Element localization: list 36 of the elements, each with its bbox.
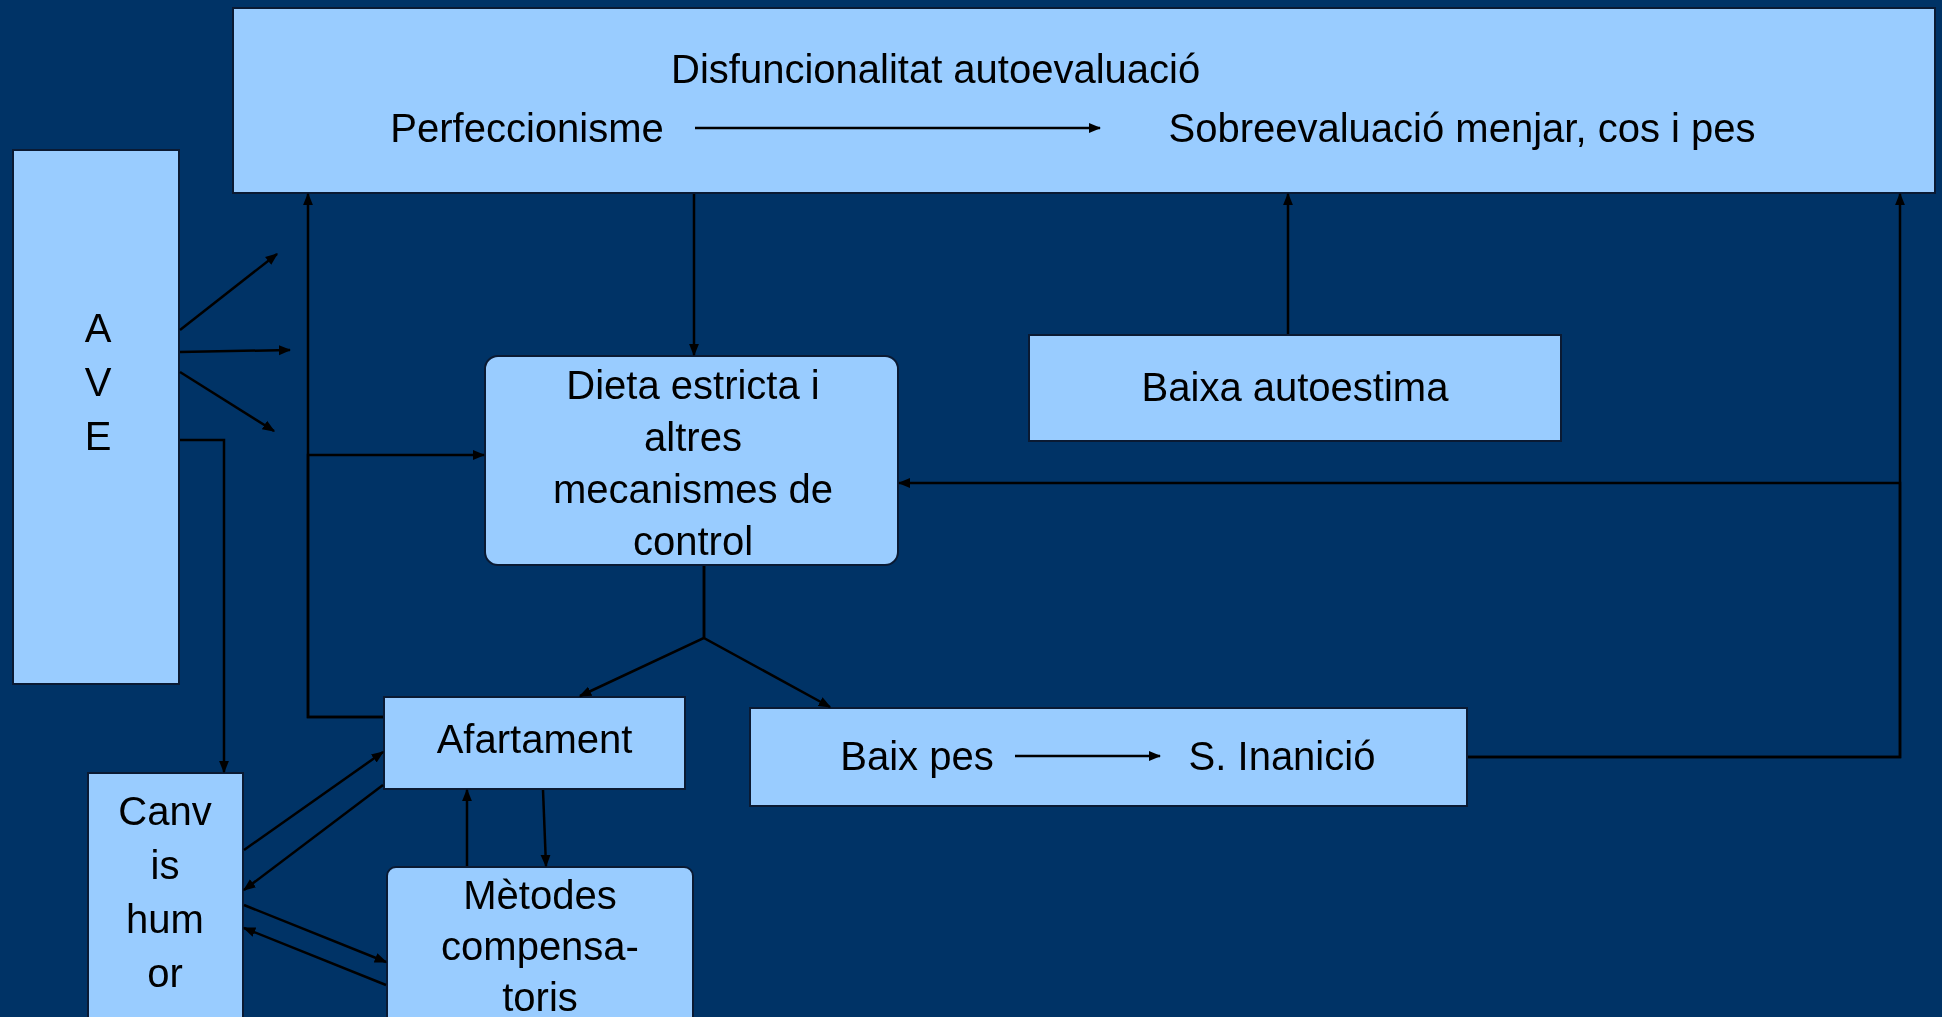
node-text: Baix pes: [839, 733, 995, 780]
arrow: [1015, 751, 1162, 761]
arrow: [540, 789, 551, 868]
arrow: [243, 784, 384, 891]
process-box: [1028, 334, 1562, 442]
process-box: [484, 355, 899, 566]
process-box: [232, 7, 1936, 194]
arrow: [897, 478, 1902, 759]
arrow: [306, 450, 486, 719]
process-box: [386, 866, 694, 1017]
process-box: [749, 707, 1468, 807]
node-text: S. Inanició: [1187, 733, 1377, 780]
arrow: [179, 345, 292, 356]
arrow: [180, 438, 229, 774]
arrow: [1283, 192, 1293, 334]
arrow: [689, 194, 699, 357]
node-text: Baixa autoestima: [1140, 364, 1450, 411]
arrow: [243, 750, 384, 852]
node-text: Sobreevaluació menjar, cos i pes: [1167, 105, 1757, 152]
arrow: [702, 566, 832, 709]
arrow: [242, 926, 387, 987]
node-text: Dieta estricta i altres mecanismes de control: [551, 362, 835, 565]
arrow: [243, 903, 388, 964]
arrow: [695, 123, 1102, 133]
node-text: A V E: [83, 305, 113, 460]
node-text: Disfuncionalitat autoevaluació: [671, 46, 1201, 93]
node-text: Canv is hum or: [117, 788, 213, 997]
process-box: [383, 696, 686, 790]
arrow: [179, 370, 276, 433]
process-box: [12, 149, 180, 685]
node-text: Mètodes compensa- toris: [440, 872, 640, 1017]
node-text: Perfeccionisme: [389, 105, 665, 152]
arrow: [462, 788, 472, 866]
process-box: [87, 772, 244, 1017]
node-text: Afartament: [435, 716, 634, 763]
arrow: [179, 253, 278, 331]
